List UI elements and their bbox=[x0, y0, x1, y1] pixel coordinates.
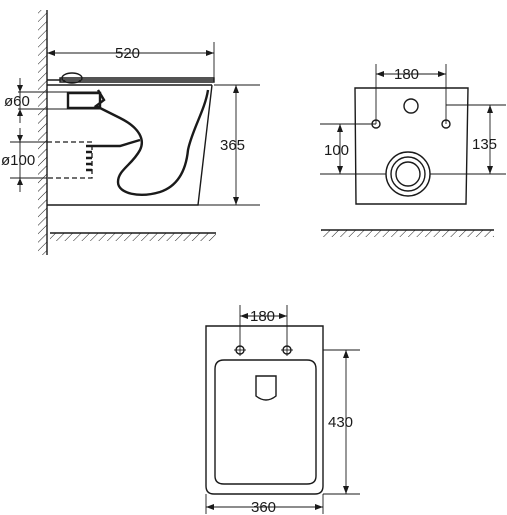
top-360-label: 360 bbox=[251, 499, 276, 515]
pipe60-label: ø60 bbox=[4, 93, 30, 110]
seat-outline bbox=[214, 359, 317, 485]
flush-hole bbox=[403, 98, 419, 114]
width-label: 520 bbox=[115, 45, 140, 62]
waste-seal bbox=[86, 144, 92, 172]
seat-lid bbox=[59, 77, 215, 83]
back-bolt-arrows bbox=[376, 71, 446, 77]
back-135-arrows bbox=[487, 105, 493, 174]
floor-hatching bbox=[50, 233, 216, 241]
back-bolt-label: 180 bbox=[394, 66, 419, 83]
pipe60-arrows bbox=[17, 85, 23, 116]
wall-hatching bbox=[38, 10, 47, 255]
back-135-label: 135 bbox=[472, 136, 497, 153]
side-view: ø60 ø100 520 365 bbox=[1, 10, 260, 255]
outlet-mid bbox=[390, 156, 426, 192]
bowl-inner-profile bbox=[93, 89, 210, 196]
top-bolt-label: 180 bbox=[250, 308, 275, 325]
top-view: 180 430 360 bbox=[205, 305, 360, 515]
seat-hinge bbox=[61, 72, 83, 84]
waste-outlet bbox=[92, 138, 141, 148]
outlet-outer bbox=[385, 151, 431, 197]
waste-pipe-outline bbox=[47, 141, 93, 179]
flush-connector bbox=[66, 91, 102, 110]
seat-hinge-cover bbox=[255, 375, 277, 401]
back-view: 180 100 135 bbox=[320, 64, 506, 237]
outlet-inner bbox=[395, 161, 421, 187]
top-430-label: 430 bbox=[328, 414, 353, 431]
height-label: 365 bbox=[220, 137, 245, 154]
top-outline bbox=[205, 325, 324, 495]
back-100-label: 100 bbox=[324, 142, 349, 159]
back-outline bbox=[354, 87, 469, 205]
back-floor-hatching bbox=[321, 230, 494, 237]
pipe100-label: ø100 bbox=[1, 152, 35, 169]
